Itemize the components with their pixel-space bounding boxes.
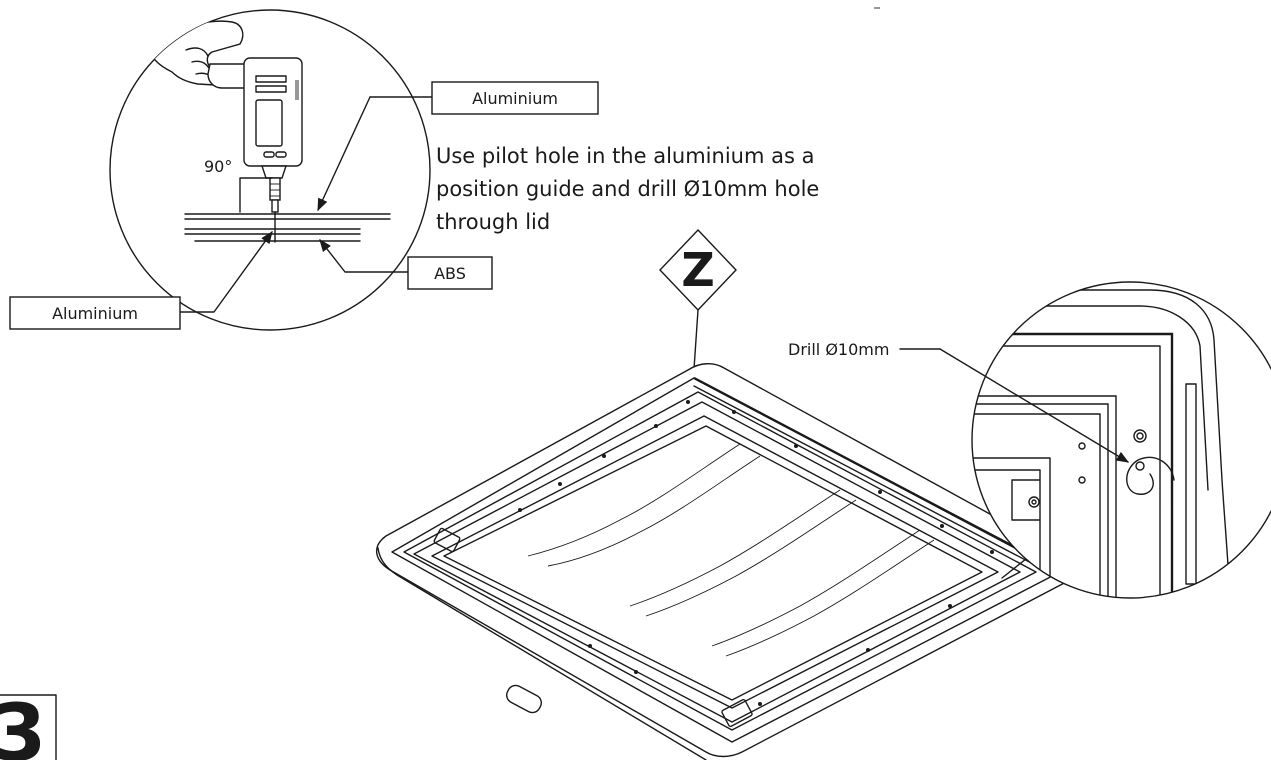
- instruction-line-2: position guide and drill Ø10mm hole: [436, 177, 819, 201]
- step-number: 3: [0, 689, 46, 760]
- leader-aluminium-top: [317, 96, 371, 212]
- leader-abs: [319, 239, 409, 273]
- label-aluminium-top: Aluminium: [472, 89, 558, 108]
- instruction-line-3: through lid: [436, 210, 550, 234]
- label-box-abs: ABS: [407, 256, 493, 290]
- leader-aluminium-left: [179, 230, 273, 313]
- step-number-box: 3: [0, 689, 57, 760]
- label-abs: ABS: [434, 264, 466, 283]
- label-drill: Drill Ø10mm: [788, 340, 889, 359]
- instruction-text: Use pilot hole in the aluminium as a pos…: [436, 144, 819, 234]
- label-box-aluminium-left: Aluminium: [9, 296, 181, 330]
- diamond-view-marker: Z: [659, 228, 737, 386]
- view-marker-letter: Z: [681, 243, 714, 297]
- label-aluminium-left: Aluminium: [52, 304, 138, 323]
- leader-drill: [939, 348, 1130, 463]
- detail-circle-right: [971, 281, 1271, 599]
- detail-circle-left: [109, 9, 431, 331]
- angle-label: 90°: [204, 157, 232, 176]
- lid-drawing: [376, 363, 1079, 760]
- drill-detail-view: 90°: [109, 9, 433, 331]
- angle-bracket: [239, 177, 273, 213]
- lid-outer-shell: [376, 363, 1079, 758]
- hand-drill-icon: [207, 57, 303, 243]
- label-box-aluminium-top: Aluminium: [431, 81, 599, 115]
- instruction-line-1: Use pilot hole in the aluminium as a: [436, 144, 814, 168]
